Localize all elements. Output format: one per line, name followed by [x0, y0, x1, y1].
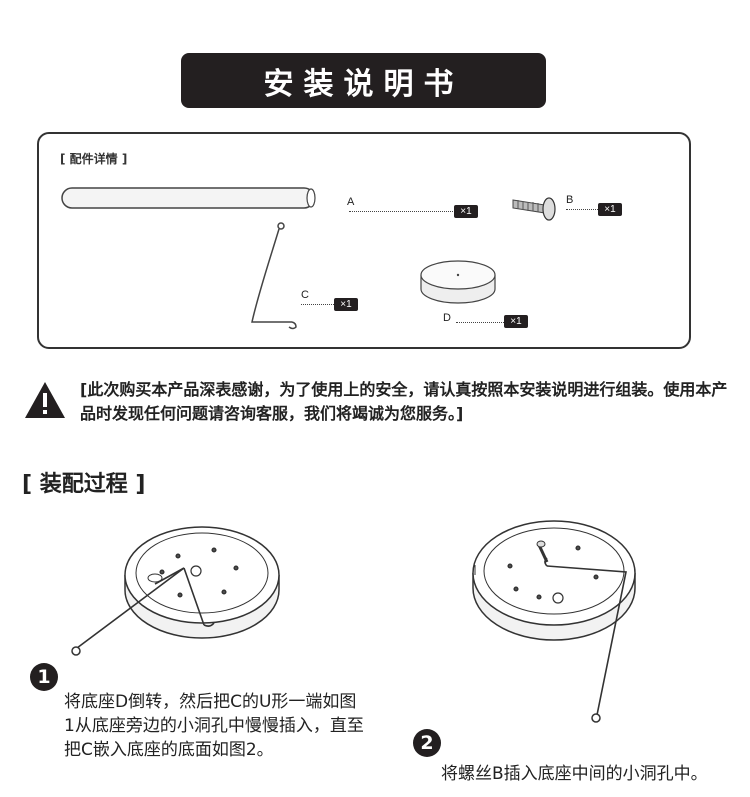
part-a-leader — [349, 211, 455, 212]
part-d-label: D — [443, 312, 451, 324]
manual-title: 安装说明书 — [181, 53, 546, 108]
wire-c-image — [251, 222, 297, 330]
figure-2-image — [472, 520, 636, 723]
part-a-qty: ×1 — [454, 205, 478, 218]
part-d-qty: ×1 — [504, 315, 528, 328]
part-d-leader — [456, 322, 504, 323]
part-c-label: C — [301, 289, 309, 301]
rod-a-image — [61, 187, 316, 209]
parts-heading: [ 配件详情 ] — [60, 152, 128, 166]
part-c-leader — [301, 304, 334, 305]
screw-b-image — [512, 197, 556, 221]
step-2-number: 2 — [413, 729, 441, 757]
warning-icon — [25, 382, 65, 418]
step-1-text: 将底座D倒转，然后把C的U形一端如图1从底座旁边的小洞孔中慢慢插入，直至把C嵌入… — [64, 692, 364, 760]
part-a-label: A — [347, 196, 355, 208]
part-c-qty: ×1 — [334, 298, 358, 311]
part-b-leader — [566, 209, 598, 210]
parts-panel — [37, 132, 691, 349]
part-b-qty: ×1 — [598, 203, 622, 216]
step-1-number: 1 — [30, 663, 58, 691]
assembly-heading: [ 装配过程 ] — [22, 472, 146, 497]
figure-1-image — [71, 526, 280, 656]
step-2-text: 将螺丝B插入底座中间的小洞孔中。 — [441, 764, 708, 784]
safety-notice: [此次购买本产品深表感谢，为了使用上的安全，请认真按照本安装说明进行组装。使用本… — [80, 380, 728, 423]
part-b-label: B — [566, 194, 574, 206]
base-d-image — [420, 260, 496, 304]
